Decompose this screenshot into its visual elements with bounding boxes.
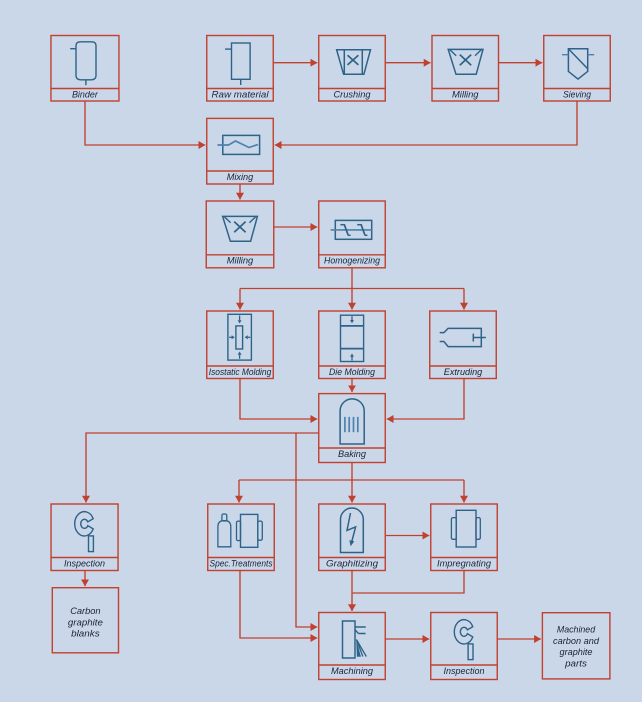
svg-text:Isostatic Molding: Isostatic Molding: [209, 367, 272, 378]
svg-text:Homogenizing: Homogenizing: [324, 256, 381, 267]
svg-text:Baking: Baking: [338, 449, 367, 460]
svg-text:blanks: blanks: [71, 629, 100, 640]
svg-text:Extruding: Extruding: [444, 367, 483, 378]
svg-text:Sieving: Sieving: [563, 89, 592, 100]
svg-text:Raw material: Raw material: [212, 89, 270, 100]
svg-text:Mixing: Mixing: [227, 172, 254, 183]
svg-text:Binder: Binder: [72, 89, 99, 100]
svg-text:Milling: Milling: [452, 89, 479, 100]
svg-text:Machined: Machined: [557, 625, 596, 636]
svg-text:Carbon: Carbon: [70, 606, 100, 617]
svg-text:Milling: Milling: [227, 256, 254, 267]
svg-text:parts: parts: [564, 658, 587, 669]
svg-text:Graphitizing: Graphitizing: [326, 558, 379, 569]
svg-text:carbon and: carbon and: [553, 636, 600, 647]
svg-text:Crushing: Crushing: [334, 89, 372, 100]
svg-text:Impregnating: Impregnating: [437, 558, 492, 569]
svg-text:Die Molding: Die Molding: [329, 367, 376, 378]
svg-text:graphite: graphite: [560, 647, 593, 658]
svg-text:graphite: graphite: [68, 617, 103, 628]
svg-text:Inspection: Inspection: [64, 558, 105, 569]
svg-text:Inspection: Inspection: [444, 666, 485, 677]
svg-text:Machining: Machining: [331, 666, 374, 677]
svg-text:Spec.Treatments: Spec.Treatments: [210, 558, 273, 569]
